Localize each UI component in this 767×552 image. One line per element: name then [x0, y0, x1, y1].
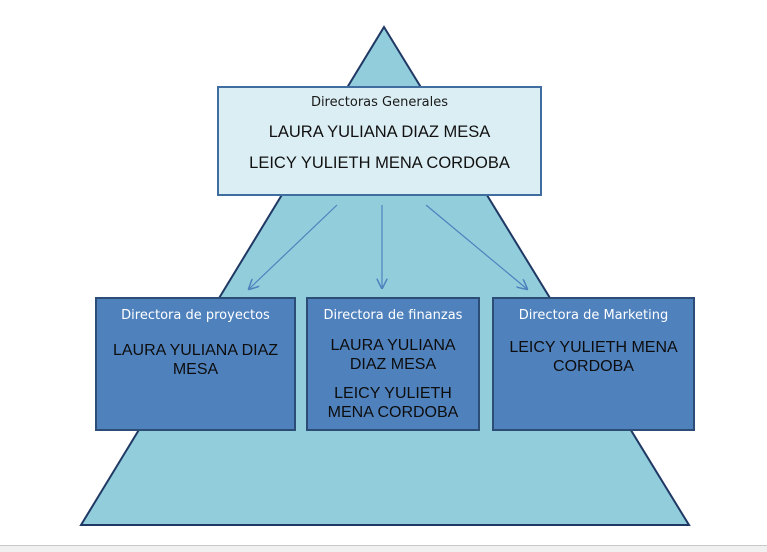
general-directors-box: Directoras Generales LAURA YULIANA DIAZ …	[217, 86, 542, 196]
arrow-to-marketing	[425, 204, 527, 289]
finance-director-box: Directora de finanzas LAURA YULIANA DIAZ…	[306, 297, 480, 431]
marketing-director-name: LEICY YULIETH MENA CORDOBA	[509, 339, 678, 375]
projects-director-heading: Directora de proyectos	[121, 308, 270, 323]
general-directors-heading: Directoras Generales	[310, 95, 449, 110]
arrow-to-proyectos	[249, 204, 338, 289]
finance-director-heading: Directora de finanzas	[323, 308, 463, 323]
projects-director-box: Directora de proyectos LAURA YULIANA DIA…	[95, 297, 296, 431]
finance-director-name: LEICY YULIETH MENA CORDOBA	[327, 385, 459, 421]
marketing-director-heading: Directora de Marketing	[518, 308, 669, 323]
general-director-name: LAURA YULIANA DIAZ MESA	[268, 123, 491, 141]
marketing-director-box: Directora de Marketing LEICY YULIETH MEN…	[492, 297, 695, 431]
window-bottom-edge	[0, 545, 767, 552]
projects-director-name: LAURA YULIANA DIAZ MESA	[112, 342, 279, 378]
finance-director-name: LAURA YULIANA DIAZ MESA	[330, 337, 456, 373]
general-director-name: LEICY YULIETH MENA CORDOBA	[249, 154, 510, 172]
